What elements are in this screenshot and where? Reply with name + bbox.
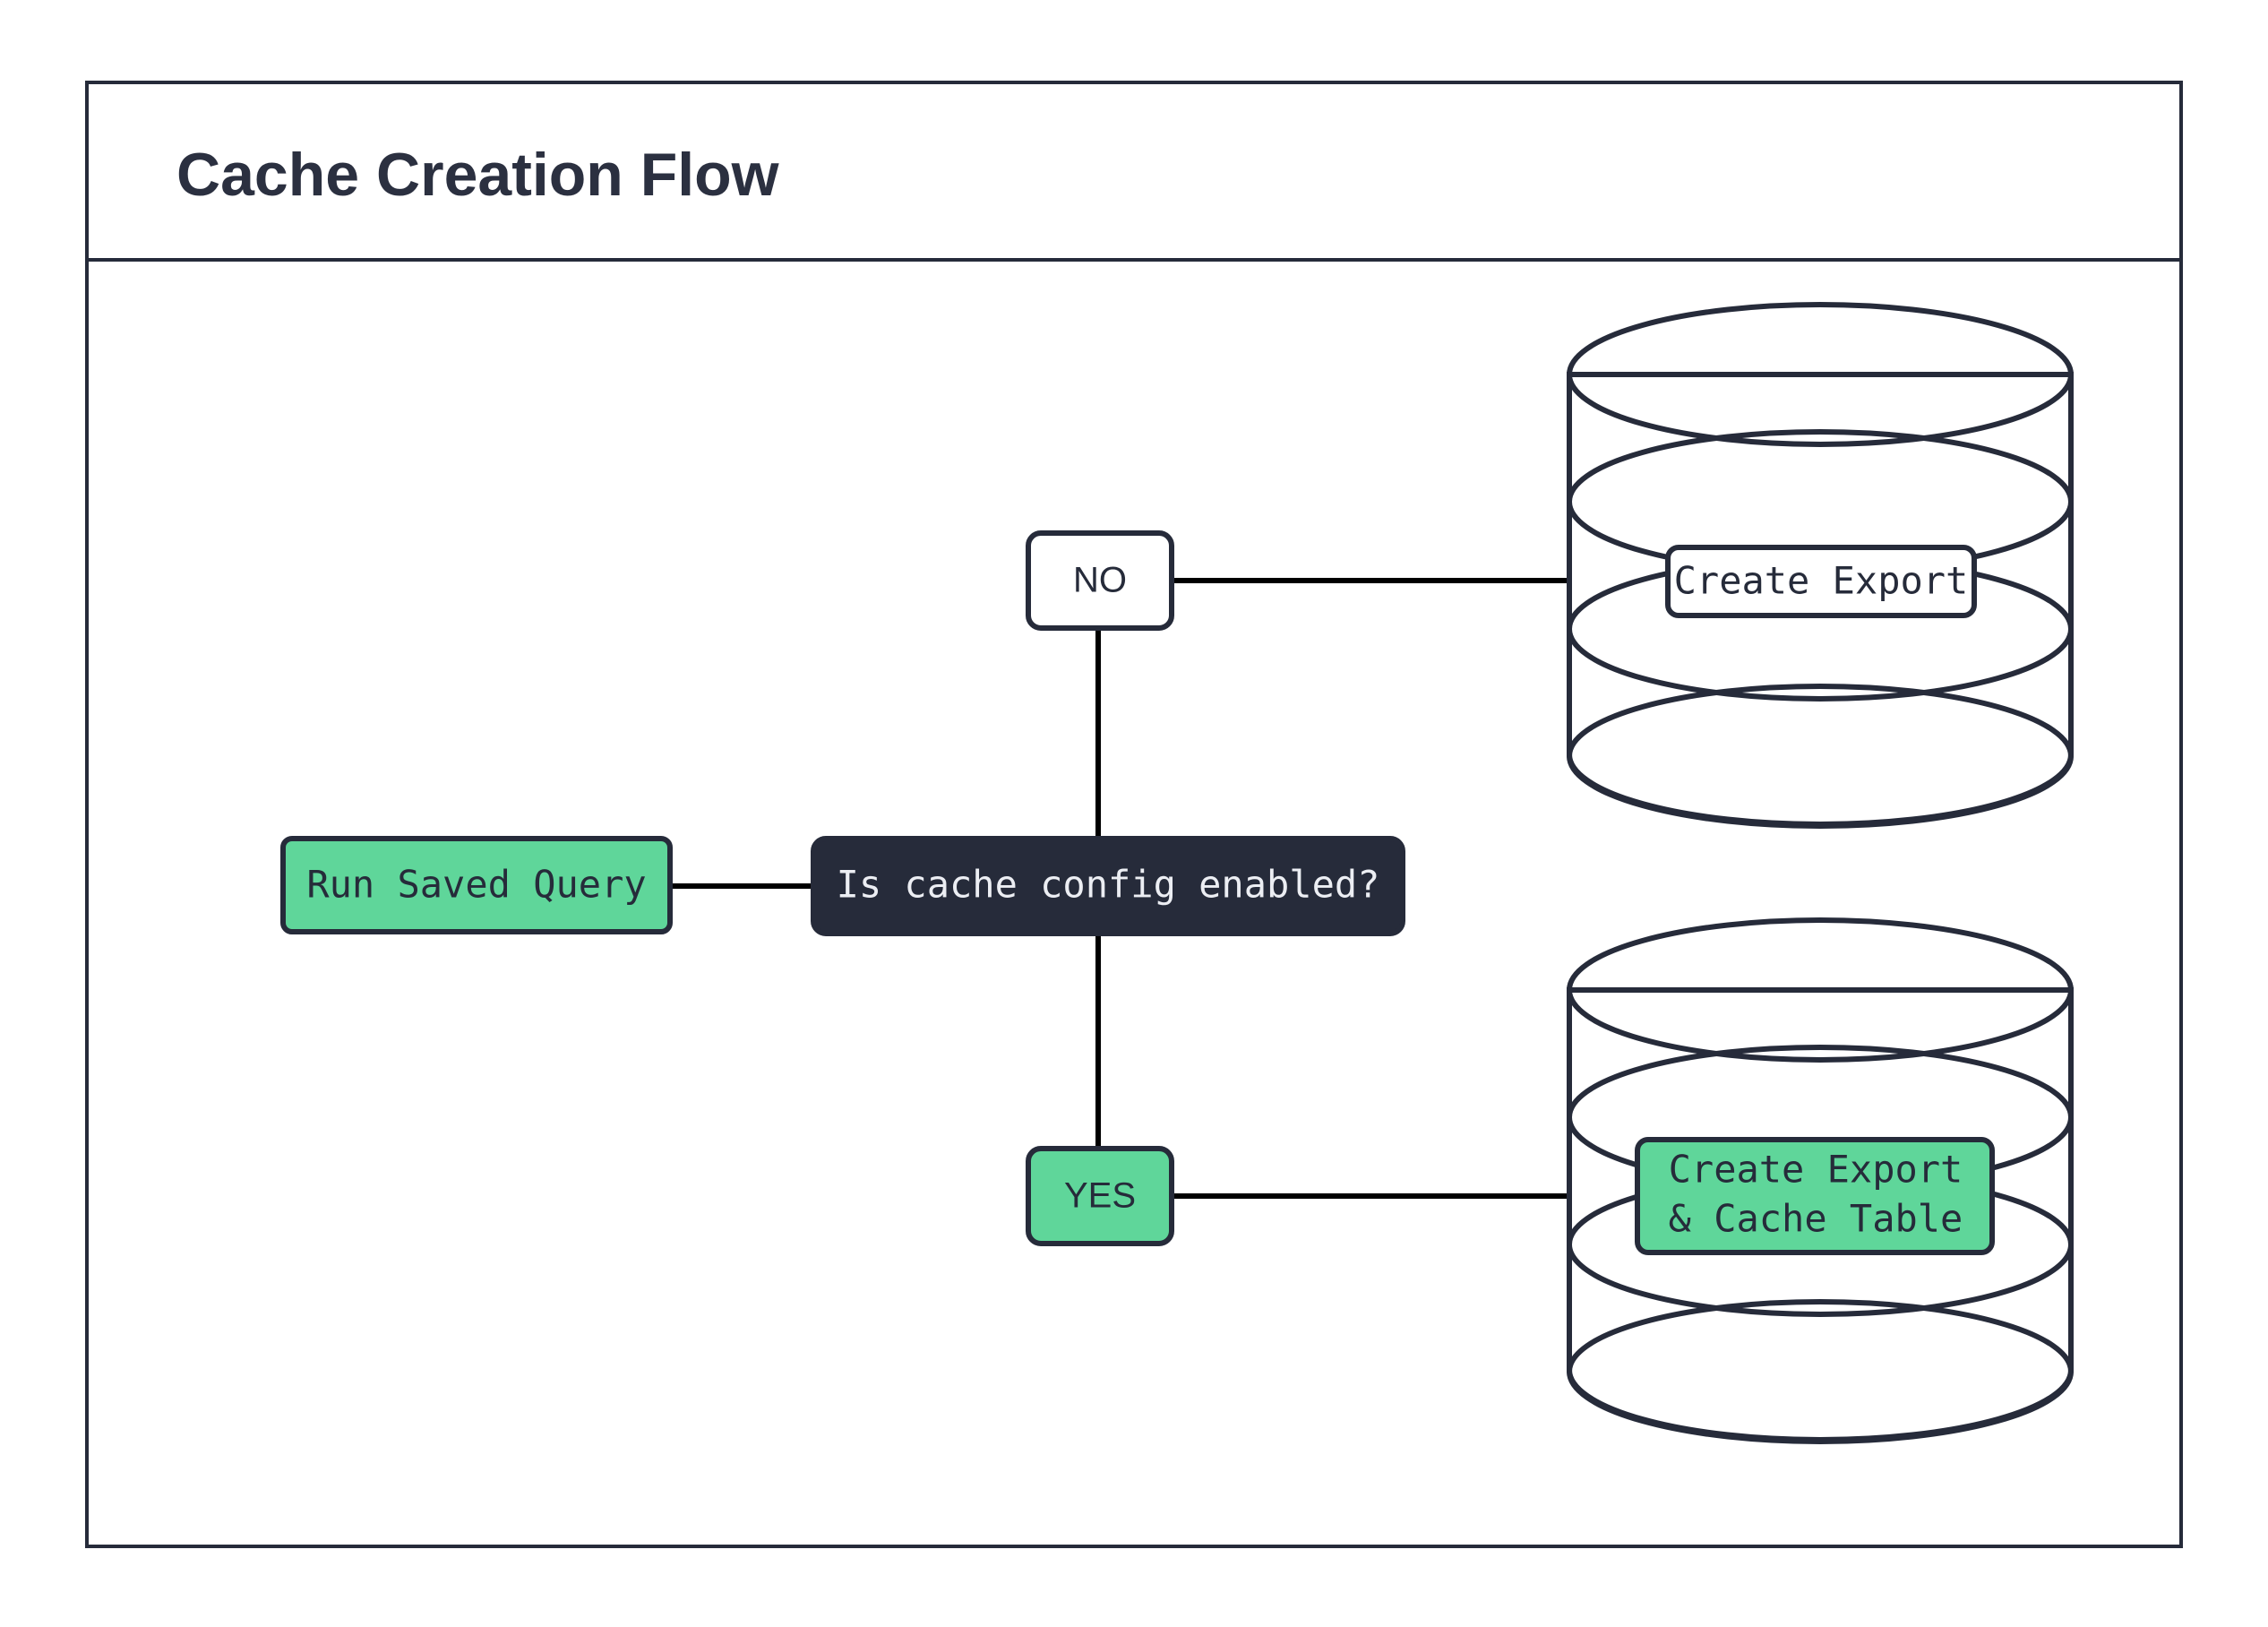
db-export-label: Create Export bbox=[1674, 559, 1969, 603]
node-branch-no[interactable]: NO bbox=[1026, 530, 1174, 631]
branch-no-label: NO bbox=[1073, 561, 1127, 600]
db-export-cache-cylinder[interactable]: Create Export & Cache Table bbox=[1567, 917, 2074, 1444]
branch-no-box bbox=[1026, 530, 1174, 631]
db-export-cache-label-line1: Create Export bbox=[1669, 1148, 1963, 1192]
decision-box bbox=[811, 836, 1405, 936]
cylinder-band-1 bbox=[1567, 302, 2074, 447]
db-export-label-plate bbox=[1665, 545, 1977, 618]
branch-yes-box bbox=[1026, 1146, 1174, 1246]
db-export-cache-label-plate bbox=[1635, 1137, 1995, 1255]
cylinder-band-4 bbox=[1567, 684, 2074, 829]
db-export-cylinder[interactable]: Create Export bbox=[1567, 302, 2074, 829]
cylinder-band-1 bbox=[1567, 917, 2074, 1063]
db-export-cache-label-line2: & Cache Table bbox=[1669, 1197, 1963, 1241]
run-saved-query-label: Run Saved Query bbox=[306, 863, 646, 907]
decision-label: Is cache config enabled? bbox=[837, 863, 1380, 907]
cylinder-band-4 bbox=[1567, 1299, 2074, 1444]
node-run-saved-query[interactable]: Run Saved Query bbox=[280, 836, 673, 934]
page-title: Cache Creation Flow bbox=[176, 141, 780, 209]
node-cache-config-decision[interactable]: Is cache config enabled? bbox=[811, 836, 1405, 936]
branch-yes-label: YES bbox=[1064, 1176, 1136, 1216]
node-branch-yes[interactable]: YES bbox=[1026, 1146, 1174, 1246]
run-saved-query-box bbox=[280, 836, 673, 934]
